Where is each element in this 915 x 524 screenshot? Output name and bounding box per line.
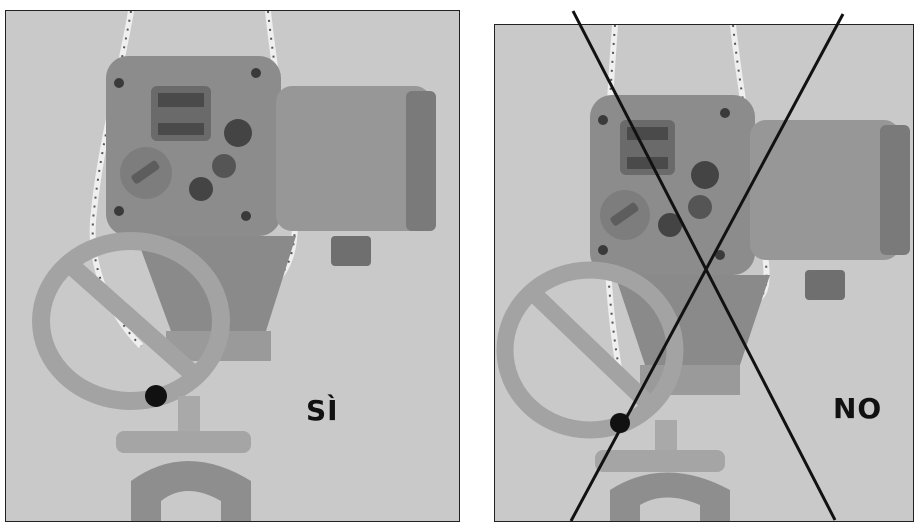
actuator-photo-incorrect bbox=[495, 25, 913, 521]
motor-housing bbox=[276, 86, 431, 231]
valve-stem bbox=[178, 396, 200, 436]
verdict-label-no: NO bbox=[833, 392, 883, 425]
photo-panel-incorrect: NO bbox=[494, 24, 914, 522]
verdict-label-yes: SÌ bbox=[306, 394, 339, 427]
control-knob bbox=[224, 119, 252, 147]
actuator-photo-correct bbox=[6, 11, 459, 521]
handwheel bbox=[32, 232, 230, 410]
control-knob bbox=[691, 161, 719, 189]
handwheel-knob bbox=[145, 385, 167, 407]
actuator-housing bbox=[106, 56, 281, 236]
valve-flange bbox=[595, 450, 725, 472]
valve-flange bbox=[116, 431, 251, 453]
handwheel-knob bbox=[610, 413, 630, 433]
motor-housing bbox=[750, 120, 900, 260]
photo-panel-correct: SÌ bbox=[5, 10, 460, 522]
valve-stem bbox=[655, 420, 677, 455]
